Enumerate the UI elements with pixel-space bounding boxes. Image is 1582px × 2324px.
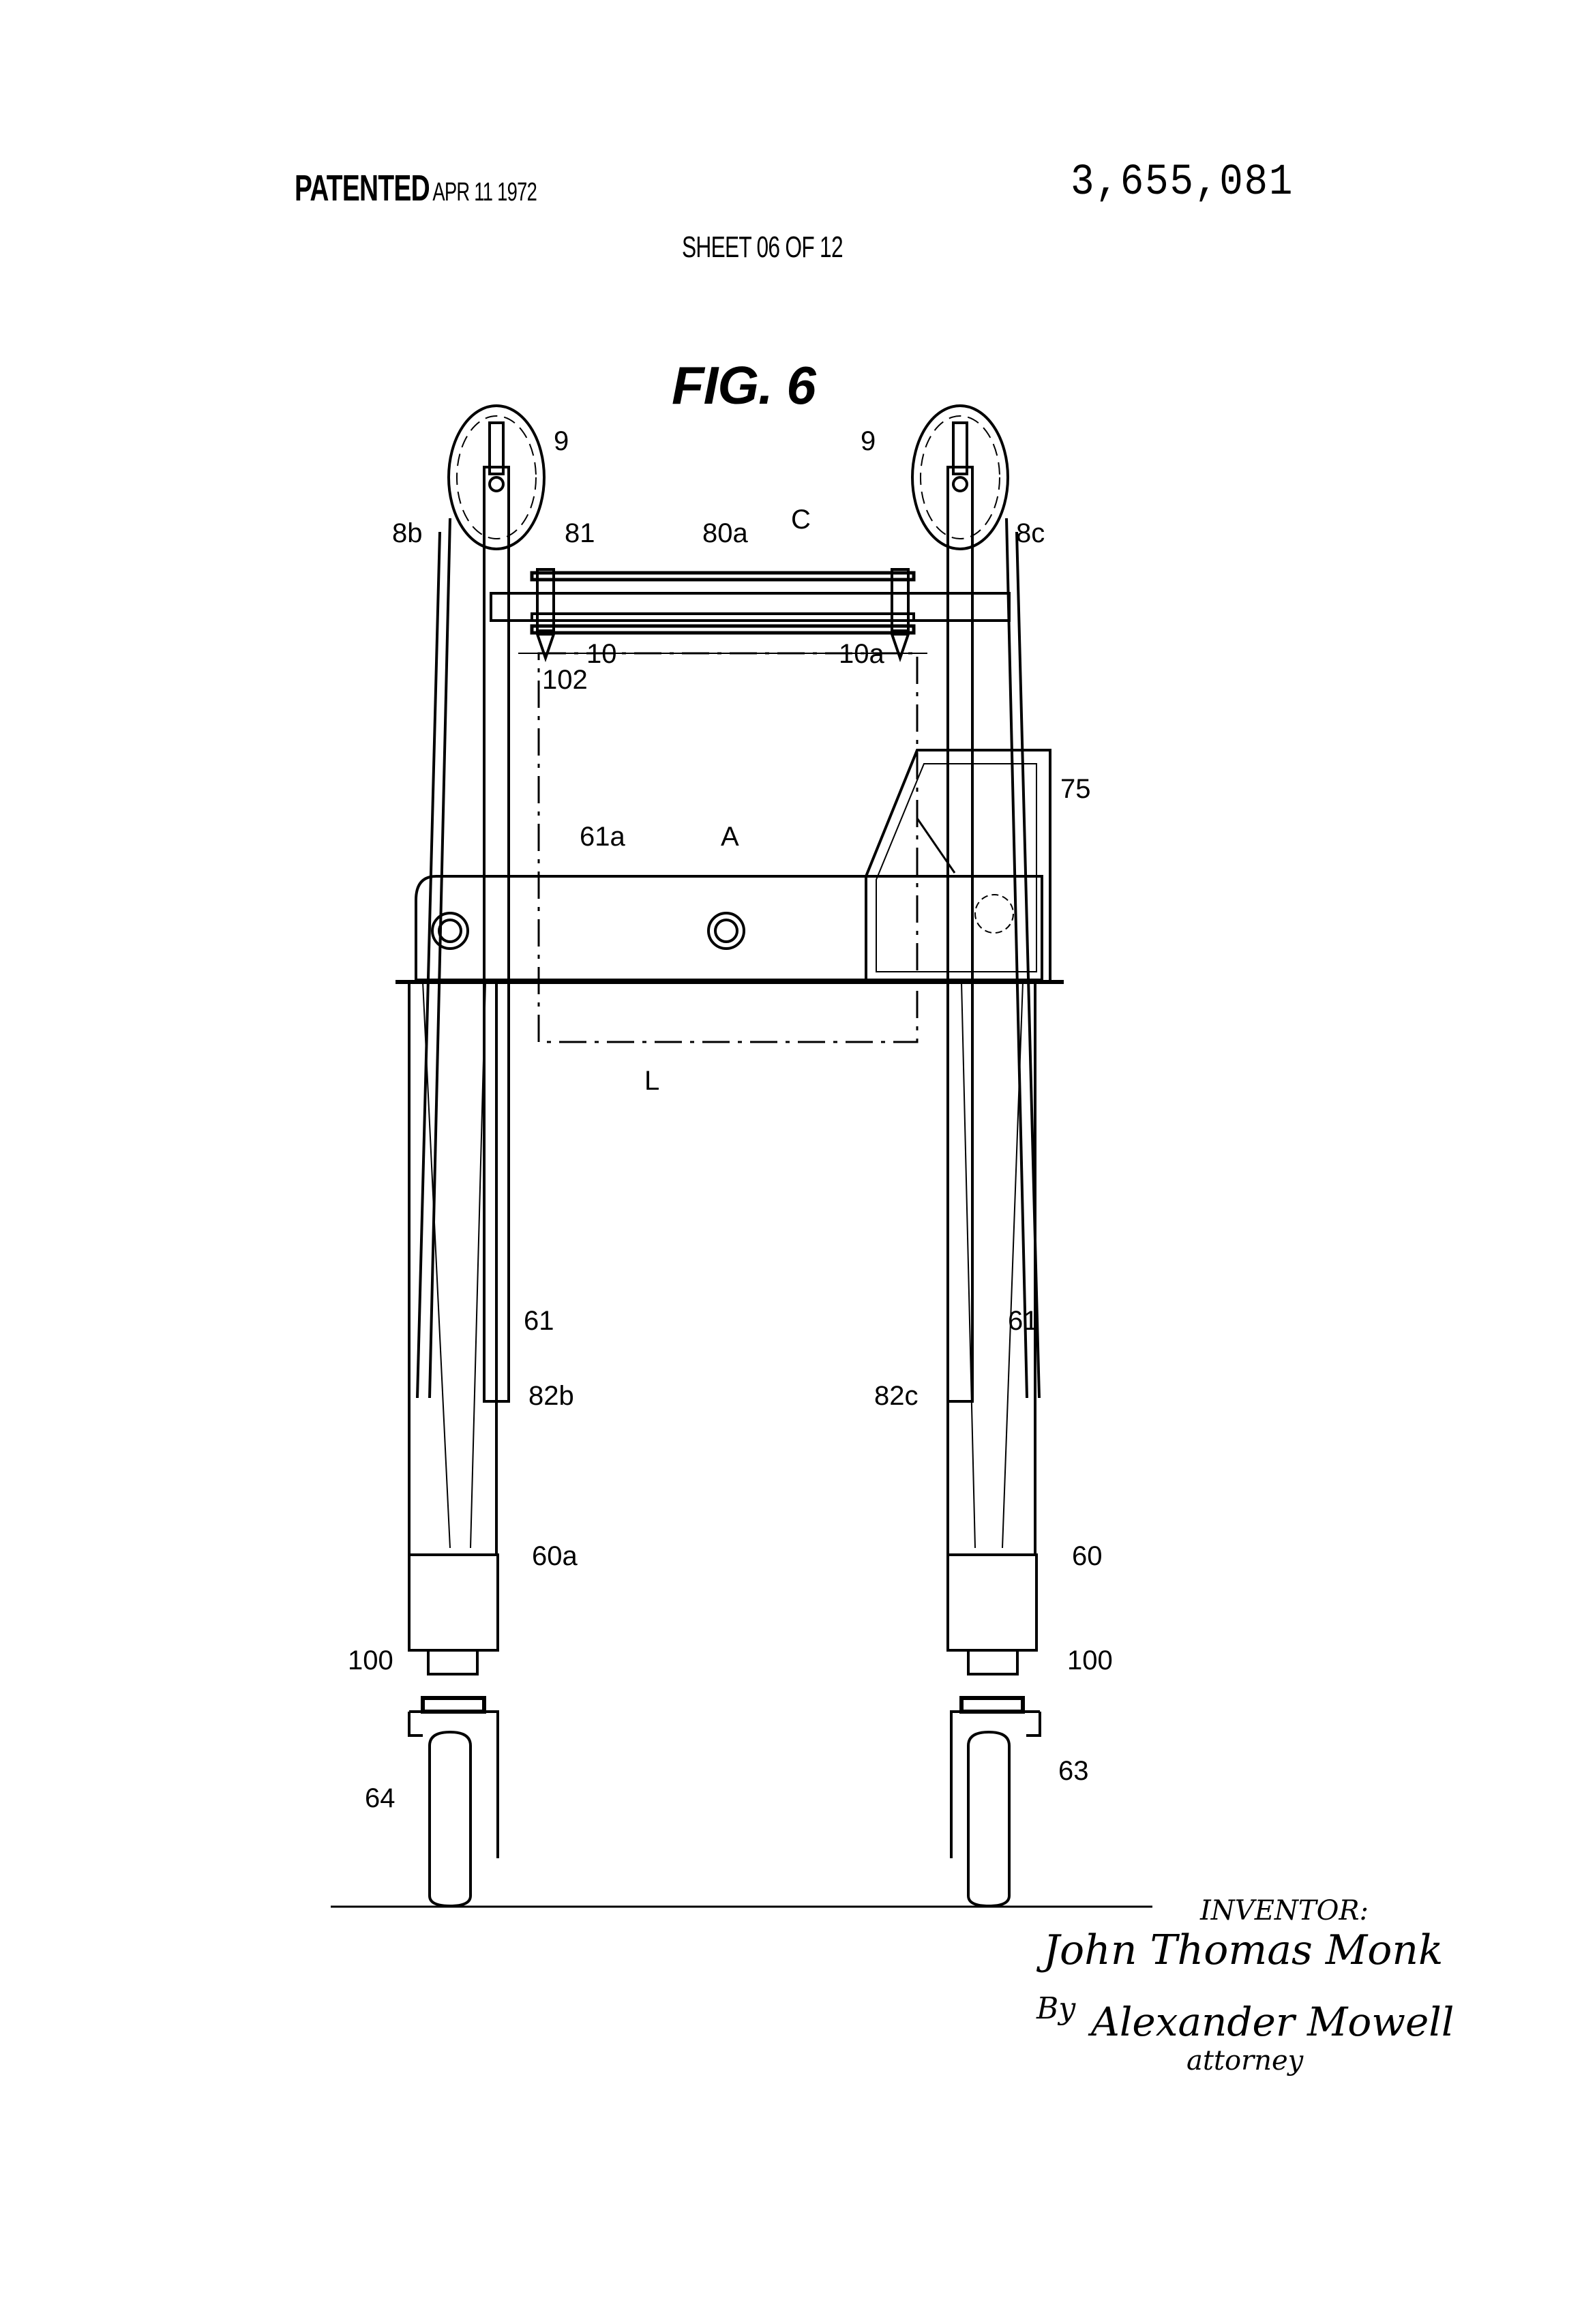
swivel-right: [959, 1649, 1025, 1714]
mast-left: [416, 421, 510, 1403]
wheel-right: [950, 1710, 1041, 1908]
label-pulley-left: 9: [554, 426, 569, 456]
wheel-left: [408, 1710, 499, 1908]
inventor-signature: John Thomas Monk: [1036, 1926, 1443, 1974]
attorney-label: attorney: [1186, 2045, 1304, 2076]
housing-left: [408, 1553, 499, 1652]
main-beam: [395, 875, 1064, 984]
label-bracket: 81: [565, 518, 595, 548]
label-housing-left: 60a: [532, 1541, 578, 1571]
label-load: L: [644, 1066, 659, 1096]
label-carriage: C: [791, 505, 811, 535]
label-leg-left: 61: [524, 1306, 554, 1336]
sheet-number: SHEET 06 OF 12: [682, 230, 844, 264]
housing-right: [946, 1553, 1038, 1652]
patented-label: PATENTED: [295, 168, 430, 209]
label-wheel-left: 64: [365, 1783, 395, 1813]
label-housing-right: 60: [1072, 1541, 1103, 1571]
mast-right: [946, 421, 1041, 1403]
label-assembly: A: [721, 822, 739, 852]
label-beam: 61a: [580, 822, 625, 852]
attorney-signature: Alexander Mowell: [1088, 1999, 1454, 2045]
label-cable-right: 82c: [874, 1381, 919, 1411]
label-swivel-right: 100: [1067, 1645, 1113, 1675]
label-cable-left: 82b: [528, 1381, 574, 1411]
signature-block: INVENTOR: John Thomas Monk By Alexander …: [1036, 1895, 1454, 2076]
label-pulley-right: 9: [861, 426, 876, 456]
label-hook-tip: 102: [542, 665, 588, 695]
label-crossbar: 80a: [702, 518, 748, 548]
leg-right: [946, 981, 1036, 1556]
pulley-left: [447, 404, 546, 550]
label-wheel-right: 63: [1058, 1756, 1089, 1786]
figure-title: FIG. 6: [672, 355, 816, 415]
label-hook-left: 10: [586, 639, 617, 669]
label-leg-right: 61: [1008, 1306, 1039, 1336]
label-mast-left: 8b: [392, 518, 423, 548]
load-outline: [537, 652, 919, 1043]
cab-frame: [865, 749, 1051, 983]
reference-labels: 9 9 8b 8c 81 80a C 10 10a 102 75 61a A L…: [348, 426, 1113, 1813]
crossbar-assembly: [490, 568, 1011, 663]
swivel-left: [421, 1649, 486, 1714]
pulley-right: [911, 404, 1009, 550]
label-swivel-left: 100: [348, 1645, 393, 1675]
label-mast-right: 8c: [1016, 518, 1045, 548]
label-hook-right: 10a: [839, 639, 884, 669]
patent-number: 3,655,081: [1071, 158, 1294, 207]
inventor-label: INVENTOR:: [1199, 1895, 1369, 1926]
label-cab: 75: [1060, 774, 1091, 804]
by-label: By: [1036, 1991, 1076, 2026]
patented-date: APR 11 1972: [432, 178, 537, 207]
